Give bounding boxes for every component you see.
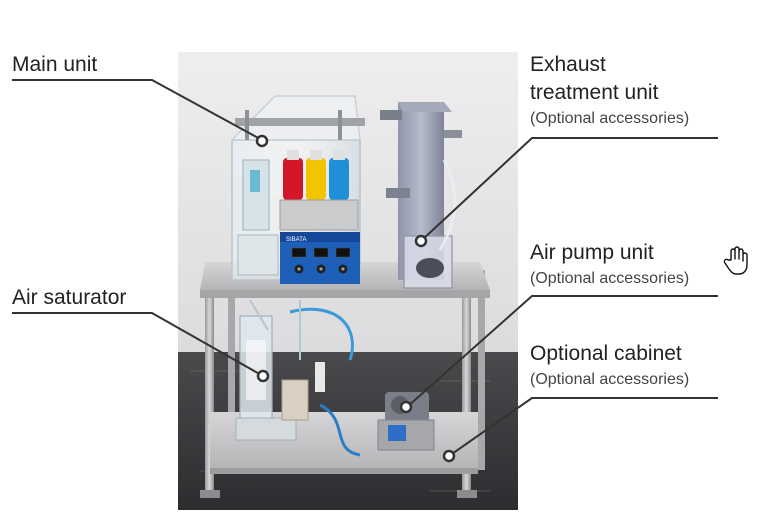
tube-blue-1 [289, 307, 354, 361]
dot-exhaust [414, 234, 428, 248]
label-air-pump: Air pump unit [530, 241, 654, 264]
leader-lines [12, 79, 718, 457]
label-cabinet-optional: (Optional accessories) [530, 371, 690, 388]
label-exhaust-optional: (Optional accessories) [530, 110, 690, 127]
cart-leg-left-front [205, 285, 214, 495]
label-main-unit: Main unit [12, 53, 98, 76]
cart-leg-right-back [478, 270, 485, 470]
dot-air-pump [399, 400, 413, 414]
label-air-pump-optional: (Optional accessories) [530, 270, 690, 287]
leader-air-saturator [12, 312, 264, 377]
pointer-dots [255, 134, 456, 463]
tube-blue-2 [319, 403, 361, 457]
cart-leg-left-back [228, 270, 235, 460]
dot-main-unit [255, 134, 269, 148]
label-exhaust-line1: Exhaust [530, 53, 606, 76]
bottle-blue [329, 158, 349, 200]
label-exhaust-line2: treatment unit [530, 81, 659, 104]
dot-cabinet [442, 449, 456, 463]
bottle-yellow [306, 158, 326, 200]
hand-pointer-icon [723, 246, 748, 275]
cart-leg-right-front [462, 285, 471, 495]
leader-main-unit [12, 79, 263, 141]
controller-brand: SIBATA [286, 237, 306, 243]
label-air-saturator: Air saturator [12, 286, 127, 309]
leader-exhaust [421, 137, 718, 241]
leader-air-pump [406, 295, 718, 408]
label-optional-cabinet: Optional cabinet [530, 342, 682, 365]
bottle-red [283, 158, 303, 200]
dot-air-saturator [256, 369, 270, 383]
leader-cabinet [448, 397, 718, 457]
